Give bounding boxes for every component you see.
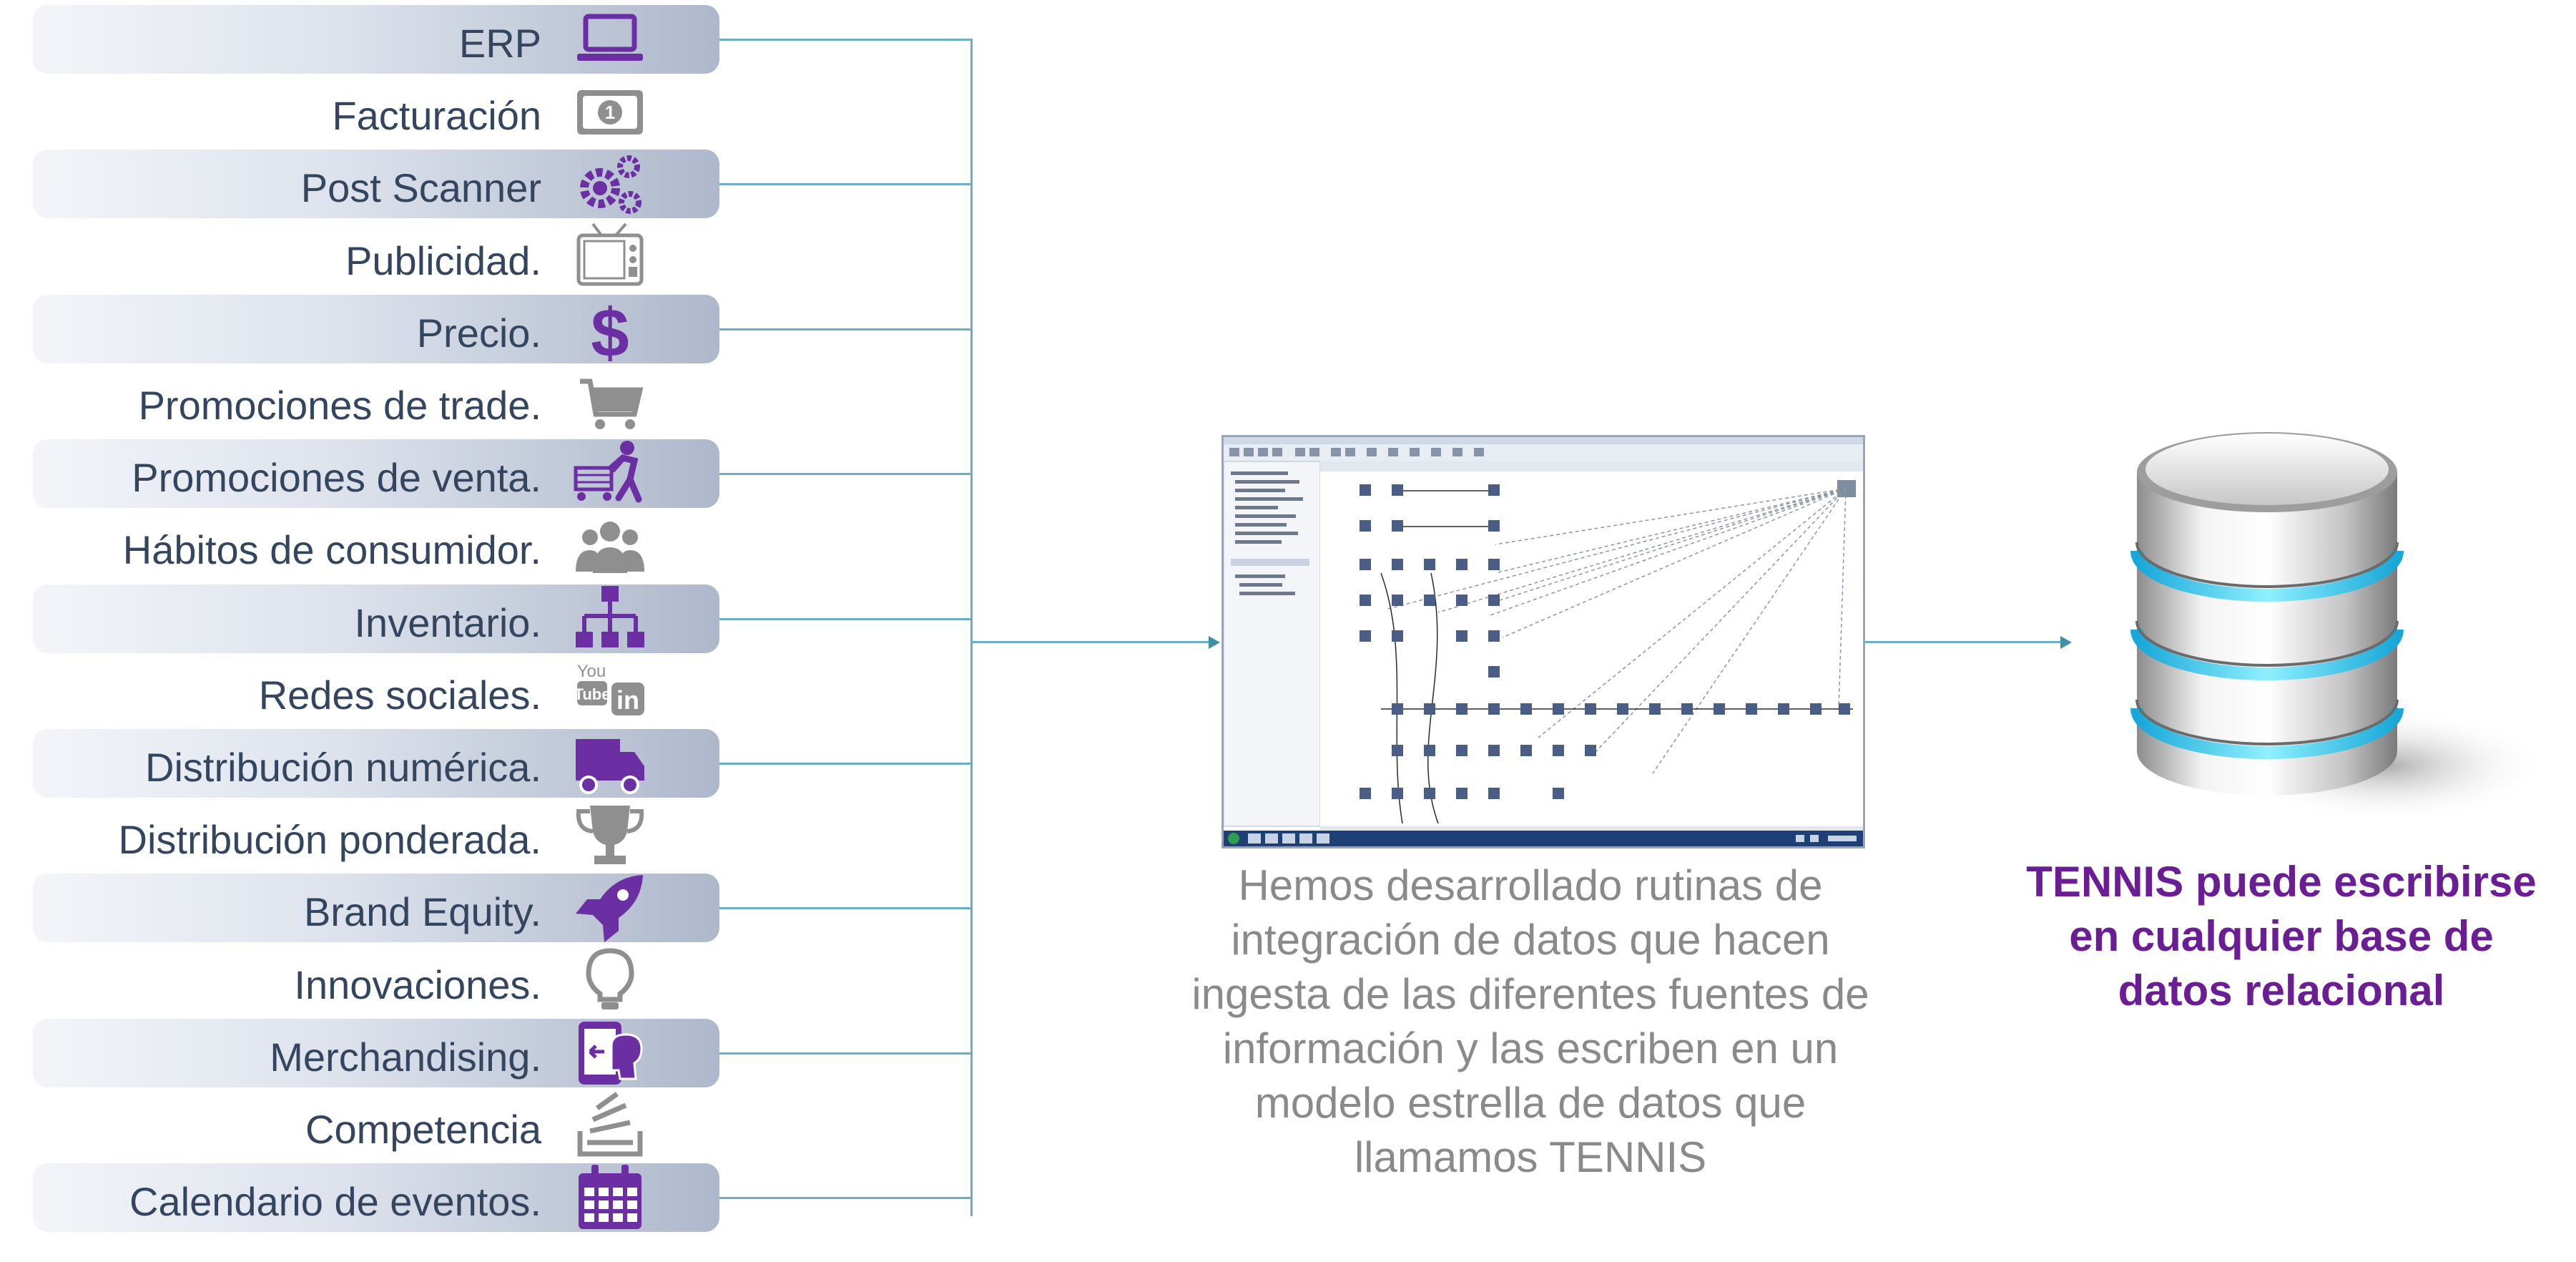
svg-text:Tube: Tube (574, 685, 611, 703)
source-label: Merchandising. (270, 1034, 541, 1080)
source-label: Hábitos de consumidor. (122, 527, 541, 573)
svg-text:You: You (577, 662, 606, 681)
source-label: Promociones de trade. (138, 383, 541, 428)
connector-to-etl (970, 641, 1210, 643)
source-label: Inventario. (354, 600, 542, 645)
shopper-cart-icon (573, 436, 647, 511)
etl-tool-screenshot (1221, 435, 1865, 848)
source-label: Redes sociales. (258, 672, 541, 718)
arrowhead-etl (1209, 636, 1220, 649)
cart-icon (573, 364, 647, 439)
source-label: Post Scanner (300, 165, 541, 211)
source-label: Competencia (305, 1107, 541, 1152)
connector-branch (719, 617, 973, 620)
connector-branch (719, 473, 973, 476)
tv-icon (573, 220, 647, 294)
source-label: Precio. (416, 310, 541, 356)
connector-branch (719, 763, 973, 765)
truck-icon (573, 726, 647, 801)
trophy-icon (573, 798, 647, 873)
svg-text:1: 1 (605, 102, 615, 123)
source-label: Innovaciones. (294, 962, 541, 1007)
connector-to-database (1865, 641, 2062, 643)
etl-caption: Hemos desarrollado rutinas de integració… (1191, 861, 1869, 1181)
tablet-head-icon (573, 1016, 647, 1090)
connector-branch (719, 328, 973, 331)
source-label: Promociones de venta. (132, 455, 541, 501)
highlight-band (33, 294, 719, 363)
source-label: Distribución ponderada. (118, 817, 541, 863)
database-tagline: TENNIS puede escribirse en cualquier bas… (2026, 858, 2537, 1014)
etl-workflow-image (1223, 437, 1863, 846)
connector-branch (719, 1052, 973, 1055)
banknote-icon: 1 (573, 74, 647, 149)
source-label: Calendario de eventos. (129, 1179, 541, 1225)
sitemap-icon (573, 582, 647, 656)
papers-stack-icon (573, 1088, 647, 1163)
connector-trunk (970, 39, 973, 1216)
lightbulb-icon (573, 944, 647, 1018)
source-label: Distribución numérica. (145, 745, 541, 790)
svg-text:in: in (616, 685, 639, 715)
laptop-icon (573, 2, 647, 77)
gears-icon (573, 147, 647, 221)
rocket-icon (573, 871, 647, 945)
connector-branch (719, 907, 973, 910)
dollar-icon: $ (573, 292, 647, 366)
arrowhead-database (2060, 636, 2072, 649)
connector-branch (719, 39, 973, 41)
users-icon (573, 509, 647, 583)
source-label: Brand Equity. (303, 889, 541, 935)
database-icon (2117, 429, 2546, 830)
source-label: Publicidad. (345, 238, 541, 283)
source-label: ERP (458, 21, 541, 66)
svg-text:$: $ (591, 295, 629, 366)
calendar-icon (573, 1160, 647, 1235)
connector-branch (719, 1197, 973, 1200)
connector-branch (719, 183, 973, 186)
source-label: Facturación (332, 93, 541, 139)
